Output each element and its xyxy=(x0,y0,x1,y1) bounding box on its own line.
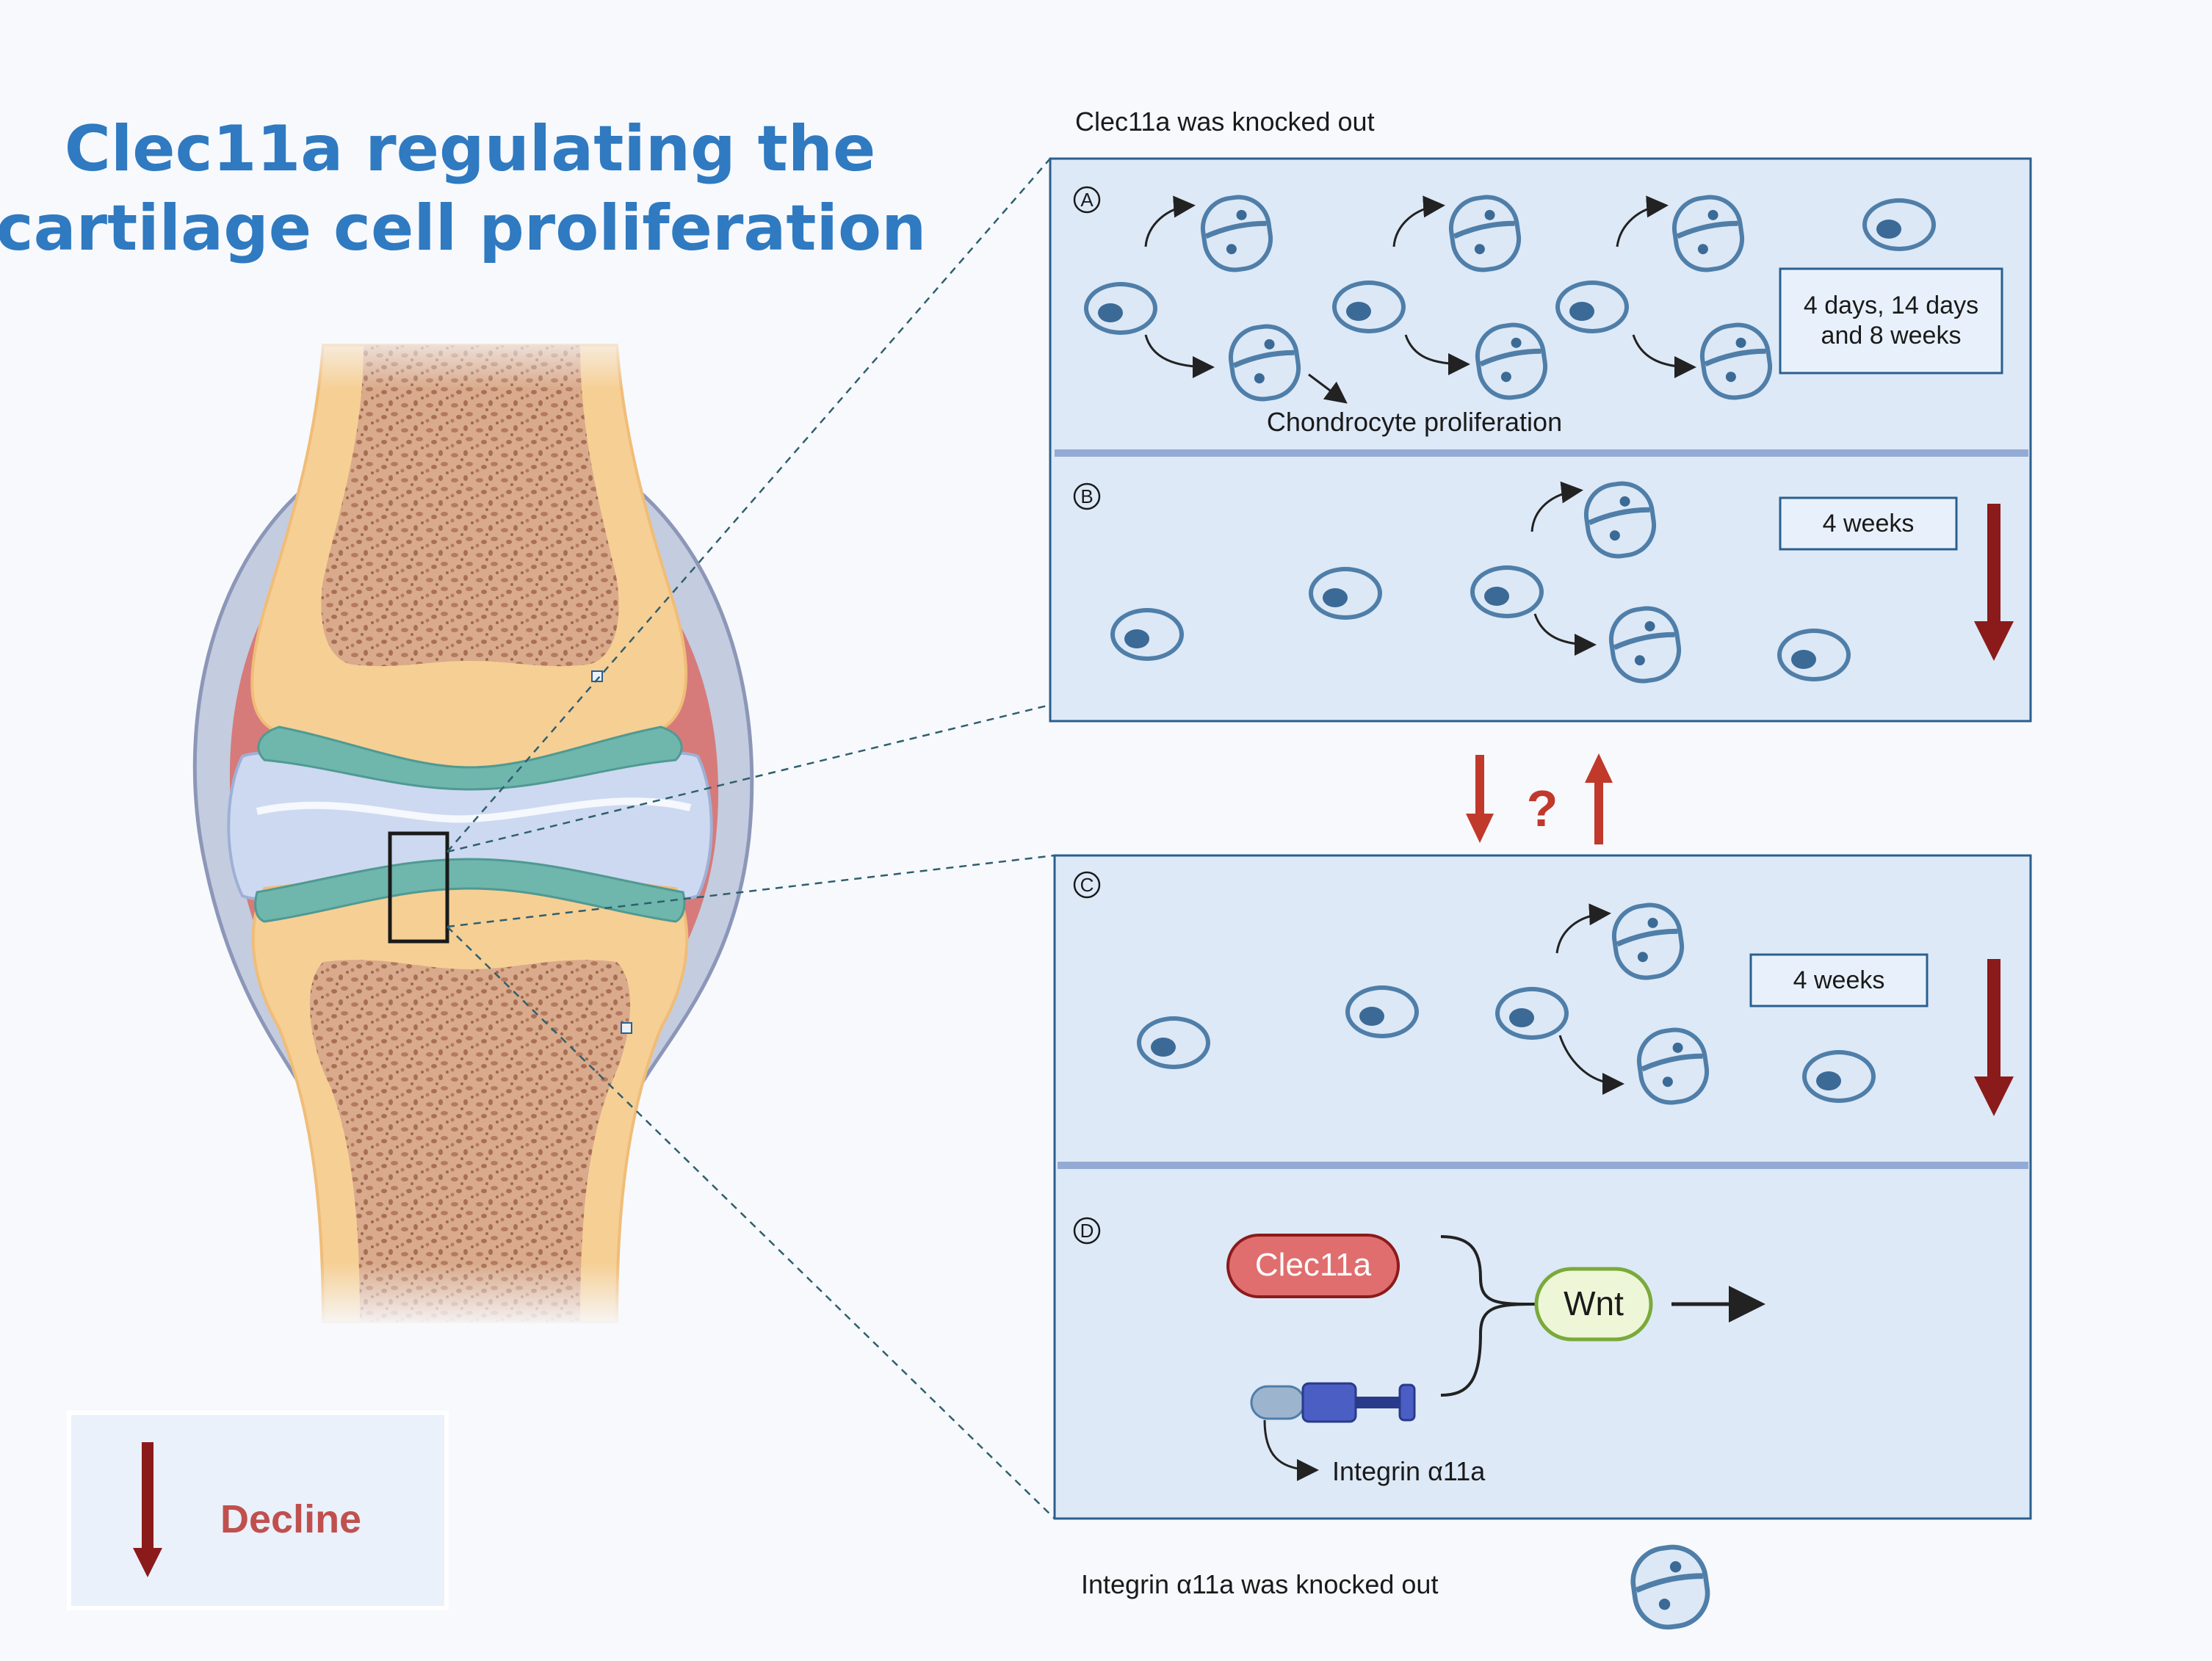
projection-lines xyxy=(447,158,1055,1519)
bottom-caption: Integrin α11a was knocked out xyxy=(1081,1569,1438,1599)
up-arrow-icon xyxy=(1585,753,1613,844)
duration-b: 4 weeks xyxy=(1823,510,1915,538)
chondrocyte-cell-icon xyxy=(1110,608,1184,661)
panel-c-marker xyxy=(1073,871,1101,899)
down-arrow-icon xyxy=(1974,504,2014,661)
panel-cd-divider xyxy=(1058,1162,2028,1169)
down-arrow-icon xyxy=(1974,959,2014,1116)
wnt-pill xyxy=(1534,1267,1653,1342)
process-label: Chondrocyte proliferation xyxy=(1267,407,1562,437)
panel-b-letter: B xyxy=(1080,485,1093,507)
chondrocyte-cell-icon xyxy=(1555,281,1629,333)
legend-label: Decline xyxy=(220,1497,361,1541)
duration-box-a xyxy=(1779,267,2003,374)
chondrocyte-cell-icon xyxy=(1495,987,1569,1040)
proliferation-arrows xyxy=(1144,195,1696,404)
chondrocyte-cell-icon xyxy=(1345,985,1419,1038)
chondrocyte-cell-icon xyxy=(1309,567,1382,620)
duration-a-line-1: 4 days, 14 days xyxy=(1804,292,1978,319)
zoom-marker-upper xyxy=(591,670,603,682)
panel-a-marker xyxy=(1073,186,1101,214)
chondrocyte-cell-icon xyxy=(1470,565,1544,618)
panel-c-letter: C xyxy=(1080,874,1094,896)
duration-c: 4 weeks xyxy=(1793,966,1885,994)
wnt-label: Wnt xyxy=(1564,1284,1624,1322)
dividing-cell-icon xyxy=(1626,1540,1714,1634)
zoom-region-box xyxy=(388,831,449,944)
title-line-2: cartilage cell proliferation xyxy=(0,192,926,265)
zoom-marker-lower xyxy=(621,1022,632,1034)
duration-a-line-2: and 8 weeks xyxy=(1821,322,1962,350)
panel-c: C 4 weeks xyxy=(1073,871,2014,1116)
panel-d: D Clec11a Integrin α11a Wnt xyxy=(1073,1217,1765,1634)
question-mark: ? xyxy=(1527,780,1558,837)
panel-b-marker xyxy=(1073,482,1101,510)
chondrocyte-cell-icon xyxy=(1137,1016,1210,1069)
panel-ab-divider xyxy=(1055,449,2028,457)
chondrocyte-cell-icon xyxy=(1802,1050,1876,1103)
top-caption: Clec11a was knocked out xyxy=(1075,106,1375,137)
title-line-1: Clec11a regulating the xyxy=(65,112,876,186)
legend: Decline xyxy=(67,1411,449,1610)
integrin-label: Integrin α11a xyxy=(1332,1456,1486,1486)
proliferation-arrows-c xyxy=(1555,903,1624,1095)
chondrocyte-cell-icon xyxy=(1777,629,1851,681)
duration-box-b xyxy=(1779,496,1958,551)
down-arrow-icon xyxy=(133,1442,162,1577)
integrin-arrow xyxy=(1263,1419,1319,1481)
integrin-receptor-icon xyxy=(1250,1382,1416,1423)
panel-a-letter: A xyxy=(1080,189,1094,211)
clec11a-label: Clec11a xyxy=(1255,1247,1372,1283)
panel-a: A 4 days, 14 days and 8 weeks Chondrocyt… xyxy=(1073,186,2003,437)
clec11a-pill xyxy=(1226,1234,1400,1298)
panel-d-letter: D xyxy=(1080,1220,1094,1242)
panel-d-marker xyxy=(1073,1217,1101,1245)
proliferation-arrows-b xyxy=(1530,481,1597,656)
joint-anatomy-illustration xyxy=(192,323,754,1329)
down-arrow-icon xyxy=(1466,755,1494,843)
chondrocyte-cell-icon xyxy=(1862,198,1936,251)
chondrocyte-cell-icon xyxy=(1084,282,1157,335)
duration-box-c xyxy=(1749,953,1929,1007)
panel-b: B 4 weeks xyxy=(1073,477,2014,687)
legend-box xyxy=(67,1411,449,1610)
chondrocyte-cell-icon xyxy=(1332,281,1406,333)
